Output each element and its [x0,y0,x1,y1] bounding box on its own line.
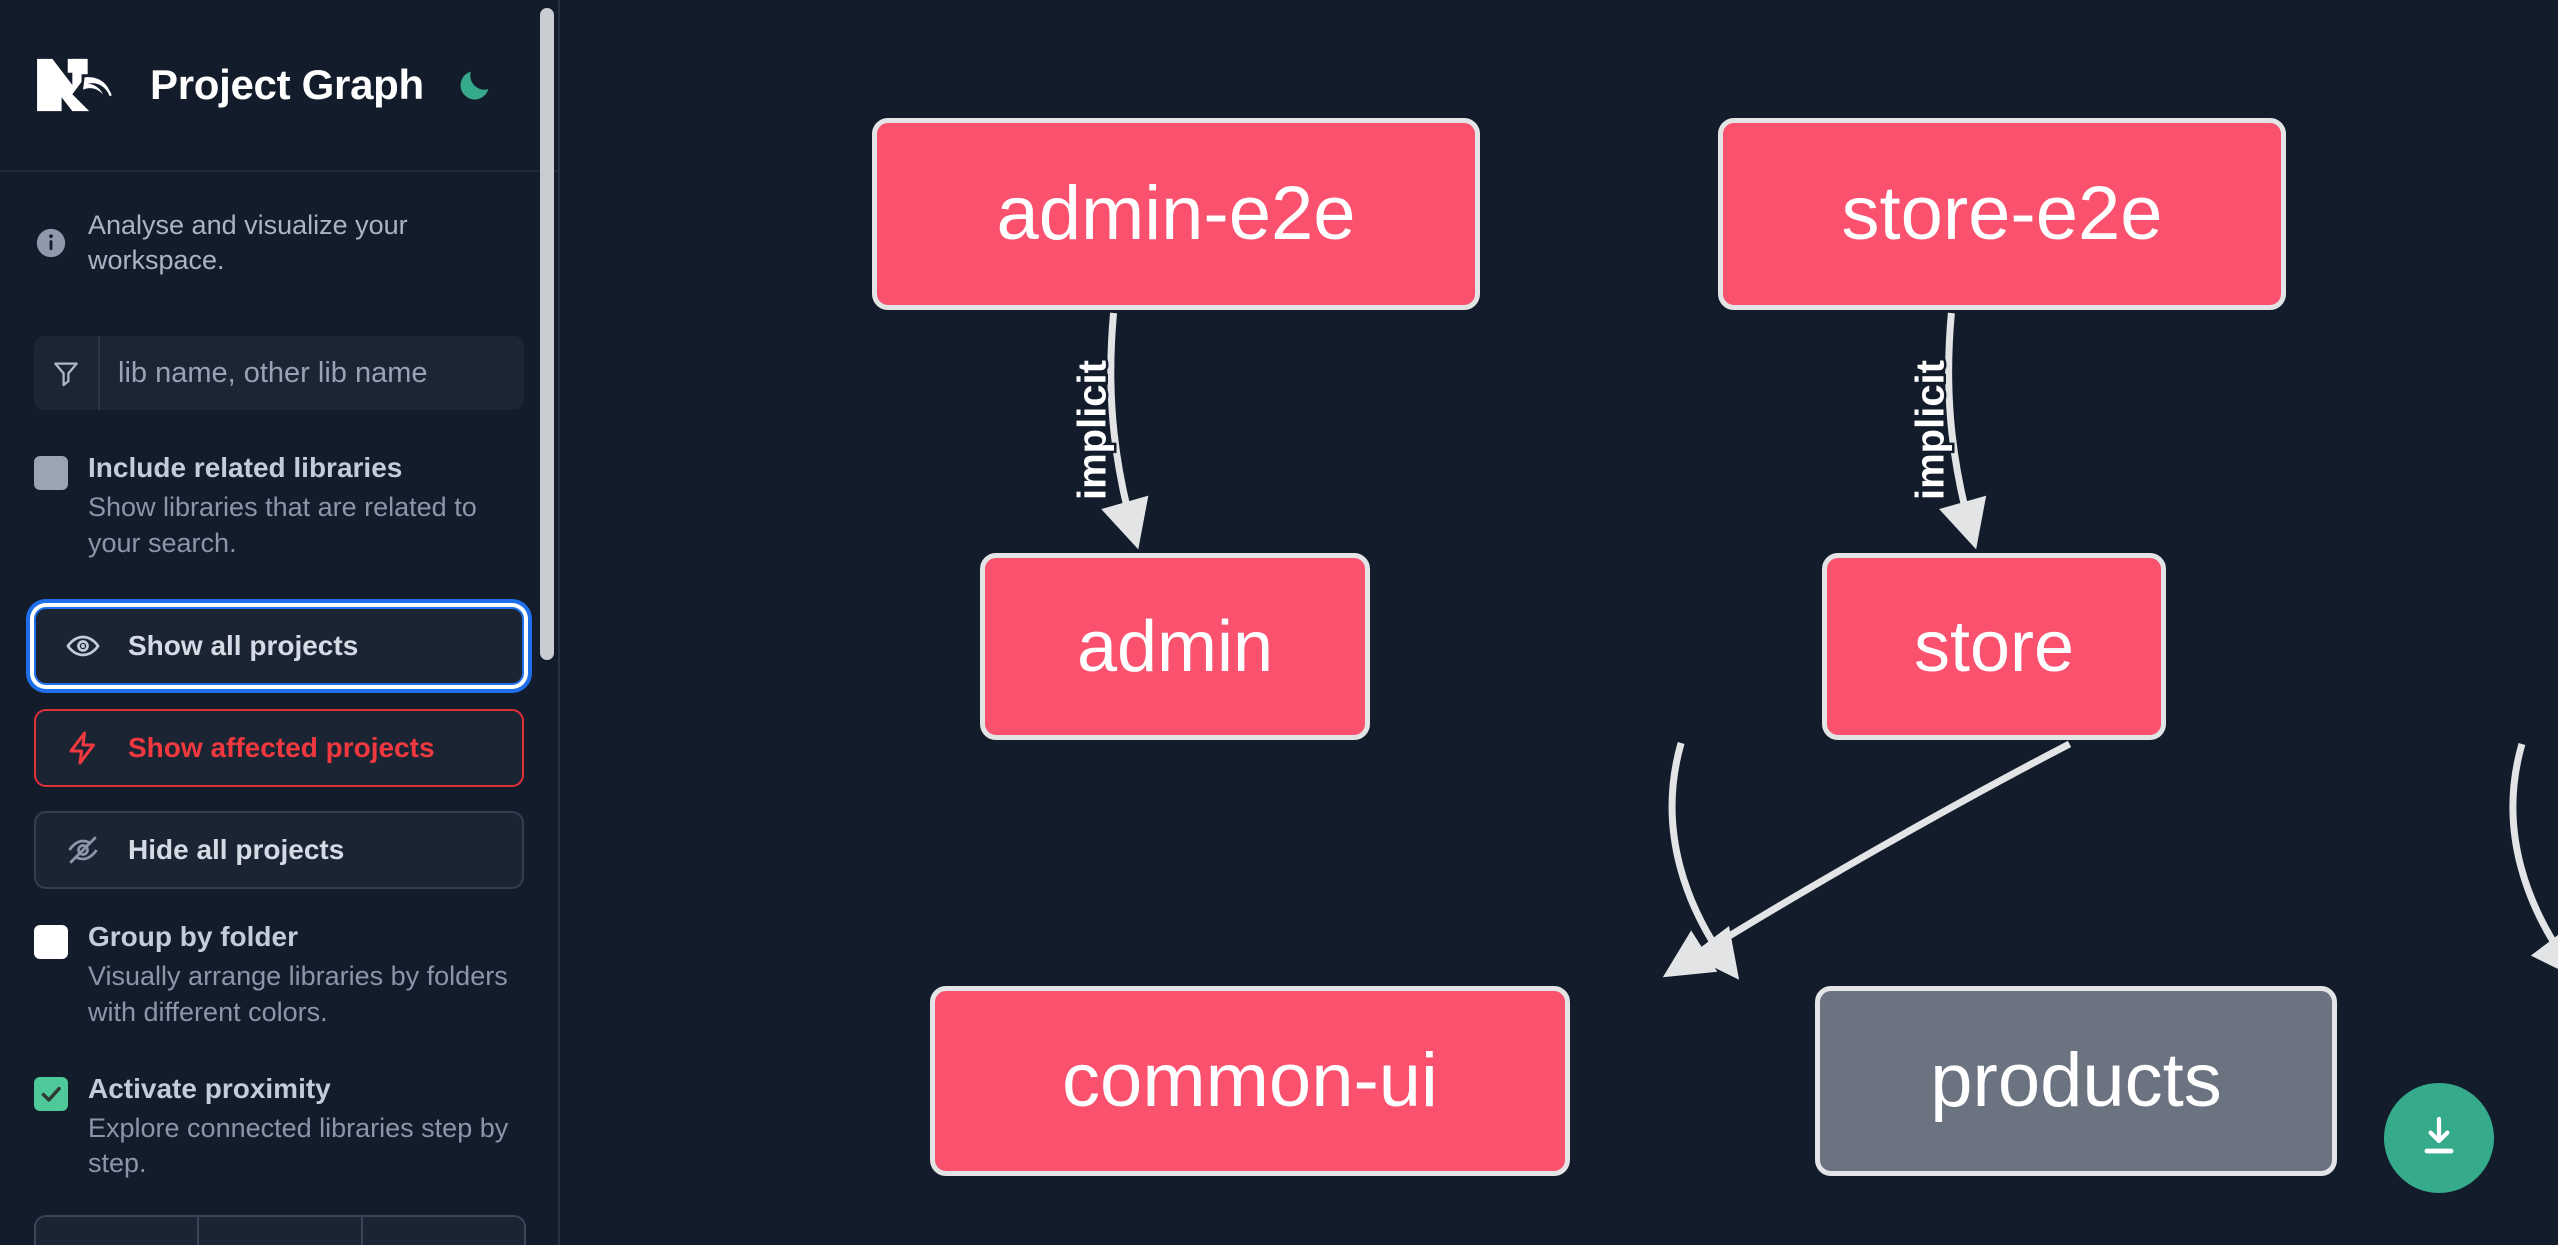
nx-logo-icon [34,54,126,116]
graph-node-admin[interactable]: admin [980,553,1370,740]
option-label: Group by folder [88,921,298,953]
graph-edges: implicit implicit [1068,312,2558,980]
graph-canvas[interactable]: implicit implicit admin-e2e store-e2e ad… [560,0,2558,1245]
show-affected-projects-button[interactable]: Show affected projects [34,709,524,788]
node-label: common-ui [1062,1038,1438,1123]
segmented-option-2[interactable] [199,1217,363,1245]
check-icon [41,1086,61,1102]
option-label: Include related libraries [88,452,403,484]
node-label: admin [1076,606,1274,687]
sidebar-header: Project Graph [0,0,558,172]
graph-node-admin-e2e[interactable]: admin-e2e [872,118,1480,310]
graph-node-products[interactable]: products [1815,986,2337,1176]
tagline-text: Analyse and visualize your workspace. [88,210,408,276]
option-label: Activate proximity [88,1072,331,1104]
edge-store-to-common-ui [1662,740,2072,978]
show-all-projects-button[interactable]: Show all projects [34,607,524,686]
option-description: Explore connected libraries step by step… [88,1112,509,1179]
node-label: products [1930,1038,2222,1123]
checkbox-group-by-folder[interactable] [34,925,68,960]
filter-funnel-icon [34,336,100,411]
edge-store-to-products [2509,743,2558,980]
option-description: Show libraries that are related to your … [88,492,477,558]
info-icon [34,226,68,260]
lightning-bolt-icon [64,729,102,767]
checkbox-activate-proximity[interactable] [34,1076,68,1111]
checkbox-include-related-libraries[interactable] [34,456,68,491]
segmented-option-1[interactable] [36,1217,200,1245]
sidebar-scrollbar[interactable] [540,8,554,660]
page-title: Project Graph [150,61,424,108]
sidebar-body: Analyse and visualize your workspace. In… [0,208,558,1182]
hide-all-projects-button[interactable]: Hide all projects [34,811,524,890]
graph-node-store[interactable]: store [1822,553,2166,740]
project-visibility-buttons: Show all projects Show affected projects [34,607,524,890]
search-field[interactable] [34,336,524,411]
sidebar: Project Graph Analyse and visualize your… [0,0,560,1245]
segmented-option-3[interactable] [363,1217,524,1245]
edge-admin-e2e-to-admin [1101,312,1149,550]
eye-icon [64,627,102,665]
button-label: Show all projects [128,630,359,662]
button-label: Show affected projects [128,732,435,764]
option-include-related-libraries[interactable]: Include related libraries Show libraries… [34,450,524,561]
option-activate-proximity[interactable]: Activate proximity Explore connected lib… [34,1071,524,1182]
edge-label-implicit-store: implicit [1908,360,1952,500]
download-button[interactable] [2384,1083,2494,1193]
graph-node-common-ui[interactable]: common-ui [930,986,1570,1176]
tagline: Analyse and visualize your workspace. [34,208,524,278]
segmented-control[interactable] [34,1215,526,1245]
button-label: Hide all projects [128,834,345,866]
node-label: admin-e2e [996,171,1356,256]
search-input[interactable] [100,336,524,411]
edge-label-implicit-admin: implicit [1071,360,1115,500]
graph-node-store-e2e[interactable]: store-e2e [1718,118,2286,310]
edge-store-e2e-to-store [1939,312,1987,550]
download-icon [2415,1113,2463,1164]
option-description: Visually arrange libraries by folders wi… [88,961,508,1028]
eye-off-icon [64,831,102,869]
node-label: store-e2e [1841,171,2163,256]
moon-icon[interactable] [452,62,498,108]
option-group-by-folder[interactable]: Group by folder Visually arrange librari… [34,919,524,1030]
node-label: store [1913,606,2075,687]
